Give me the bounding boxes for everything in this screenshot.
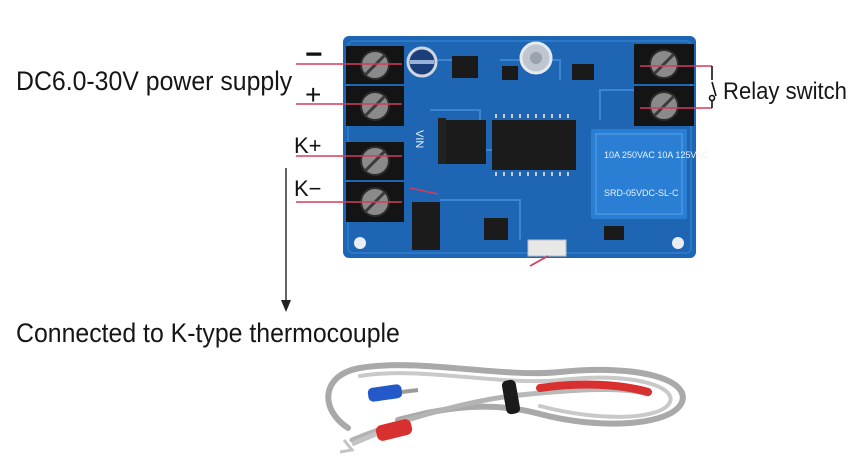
terminal-plus-sign: + [305,79,321,111]
down-arrow-icon [281,168,291,312]
smd-chip [502,66,518,80]
smd-chip [452,56,478,78]
pin-header [438,118,446,164]
smd-chip [604,226,624,240]
terminal-relay-bottom [634,86,694,126]
mounting-hole [354,237,366,249]
electrolytic-capacitor-top [521,43,551,73]
ic-chip-dip [412,202,440,250]
terminal-k-minus-sign: K− [294,176,322,202]
electrolytic-capacitor-left [408,48,436,76]
power-supply-label: DC6.0-30V power supply [16,66,292,97]
terminal-power-minus [346,46,404,84]
ring-terminal-blue [367,384,418,403]
jst-connector [528,240,566,256]
relay-switch-label: Relay switch [723,78,847,106]
terminal-k-plus-sign: K+ [294,133,322,159]
relay-model-text: SRD-05VDC-SL-C [604,188,679,198]
terminal-relay-top [634,44,694,84]
switch-symbol-icon [710,66,717,108]
terminal-power-plus [346,86,404,126]
ring-terminal-red [340,418,413,452]
smd-chip [484,218,508,240]
smd-chip [572,64,594,80]
relay-rating-text: 10A 250VAC 10A 125VAC [604,150,709,160]
terminal-k-plus [346,142,404,180]
vin-silkscreen: VIN [413,130,425,148]
thermocouple-label: Connected to K-type thermocouple [16,318,400,349]
ic-chip-small [446,120,486,164]
mounting-hole [672,237,684,249]
terminal-minus-sign: − [305,38,323,72]
microcontroller-chip [492,120,576,170]
